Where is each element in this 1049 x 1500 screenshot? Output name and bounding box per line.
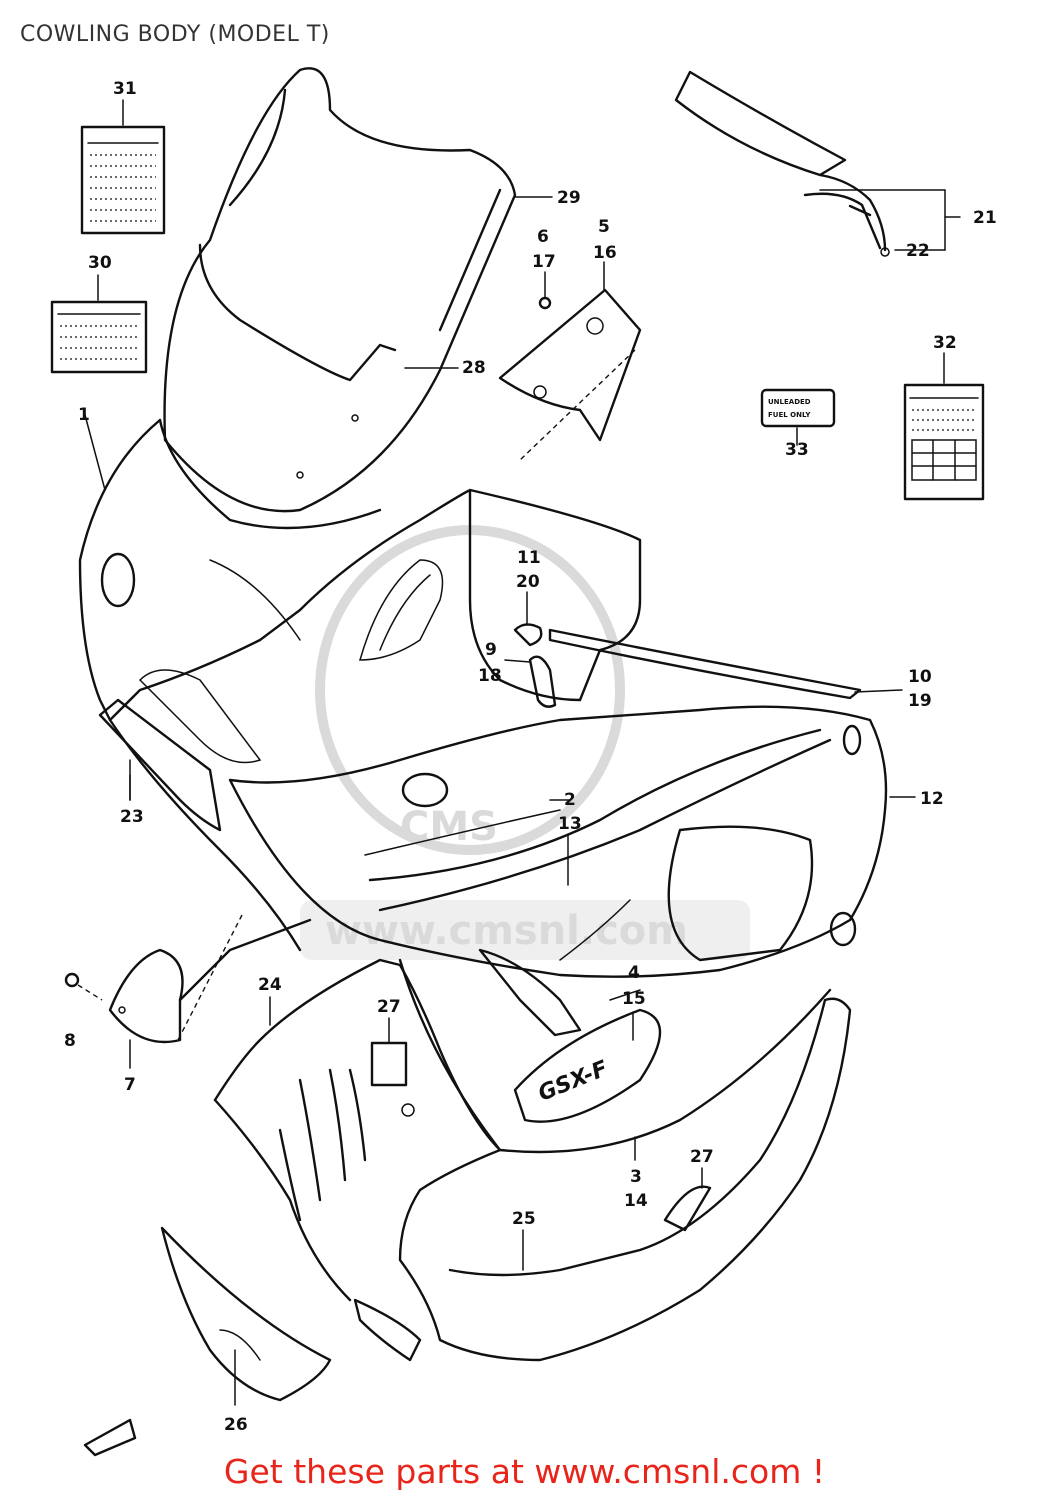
caution-label-31 <box>80 125 166 235</box>
callout-13[interactable]: 13 <box>558 814 582 834</box>
screw-6 <box>538 296 552 310</box>
round-cover-7 <box>108 948 184 1044</box>
tank-cover-21 <box>674 70 961 257</box>
callout-25[interactable]: 25 <box>512 1209 536 1229</box>
callout-33[interactable]: 33 <box>785 440 809 460</box>
inner-panel-23 <box>98 698 222 832</box>
callout-11[interactable]: 11 <box>517 548 541 568</box>
callout-14[interactable]: 14 <box>624 1191 648 1211</box>
screw-8 <box>64 972 103 1001</box>
callout-15[interactable]: 15 <box>622 989 646 1009</box>
caution-label-30 <box>50 300 148 374</box>
callout-23[interactable]: 23 <box>120 807 144 827</box>
watermark-banner <box>300 900 750 960</box>
gsx-decal: GSX-F <box>535 1056 612 1106</box>
callout-8[interactable]: 8 <box>64 1031 76 1051</box>
lower-cowling-3: GSX-F <box>398 958 832 1154</box>
promo-link[interactable]: Get these parts at www.cmsnl.com ! <box>223 1452 826 1491</box>
callout-12[interactable]: 12 <box>920 789 944 809</box>
warning-label-32 <box>903 383 985 501</box>
callout-30[interactable]: 30 <box>88 253 112 273</box>
callout-3[interactable]: 3 <box>630 1167 642 1187</box>
callout-21[interactable]: 21 <box>973 208 997 228</box>
callout-7[interactable]: 7 <box>124 1075 136 1095</box>
under-cowling-25 <box>213 958 852 1362</box>
callout-32[interactable]: 32 <box>933 333 957 353</box>
leader-lines <box>84 99 945 1406</box>
callout-26[interactable]: 26 <box>224 1415 248 1435</box>
callout-19[interactable]: 19 <box>908 691 932 711</box>
callout-20[interactable]: 20 <box>516 572 540 592</box>
callout-22[interactable]: 22 <box>906 241 930 261</box>
side-cowling-12 <box>228 705 888 1037</box>
unleaded-fuel-decal-33: UNLEADED FUEL ONLY <box>760 388 836 428</box>
stripe-2 <box>364 809 561 856</box>
watermark-url: www.cmsnl.com <box>325 908 688 954</box>
callout-24[interactable]: 24 <box>258 975 282 995</box>
callout-5[interactable]: 5 <box>598 217 610 237</box>
assembly-lines <box>177 349 636 1041</box>
watermark: CMS www.cmsnl.com <box>300 525 750 960</box>
callout-18[interactable]: 18 <box>478 666 502 686</box>
callout-6[interactable]: 6 <box>537 227 549 247</box>
callout-9[interactable]: 9 <box>485 640 497 660</box>
grommet-9 <box>528 655 557 708</box>
svg-text:FUEL ONLY: FUEL ONLY <box>768 411 811 419</box>
callout-29[interactable]: 29 <box>557 188 581 208</box>
clip-11 <box>513 623 543 647</box>
front-arrow-icon <box>83 1418 137 1457</box>
svg-text:UNLEADED: UNLEADED <box>768 398 811 406</box>
callout-2[interactable]: 2 <box>564 790 576 810</box>
windscreen-28 <box>163 67 517 513</box>
callout-16[interactable]: 16 <box>593 243 617 263</box>
callout-31[interactable]: 31 <box>113 79 137 99</box>
callout-4[interactable]: 4 <box>628 963 640 983</box>
trim-strip-10 <box>548 628 862 700</box>
callout-17[interactable]: 17 <box>532 252 556 272</box>
callout-1[interactable]: 1 <box>78 405 90 425</box>
upper-cowling-1 <box>78 418 642 1002</box>
inner-cover-26 <box>160 1226 332 1402</box>
callout-27-upper[interactable]: 27 <box>377 997 401 1017</box>
callout-27-lower[interactable]: 27 <box>690 1147 714 1167</box>
callout-10[interactable]: 10 <box>908 667 932 687</box>
page-title: COWLING BODY (MODEL T) <box>20 22 330 47</box>
callout-28[interactable]: 28 <box>462 358 486 378</box>
callouts: 31 30 29 28 1 6 17 5 16 21 22 32 33 11 2… <box>64 79 997 1435</box>
